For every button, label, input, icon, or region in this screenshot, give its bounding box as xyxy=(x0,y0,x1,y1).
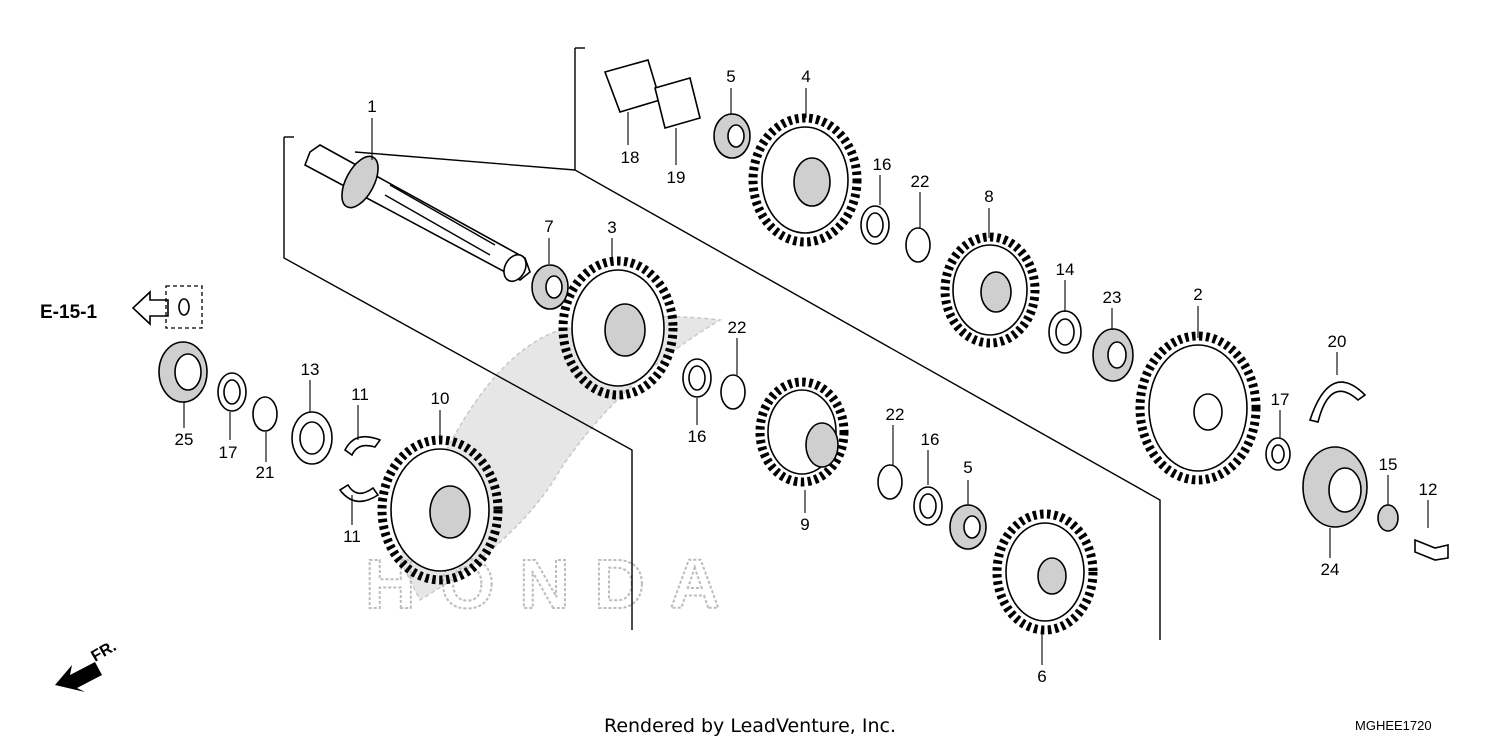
callout-22-lower: 22 xyxy=(886,405,905,424)
reference-box xyxy=(165,285,203,329)
front-direction-label: FR. xyxy=(89,638,120,666)
callout-16-upper: 16 xyxy=(873,155,892,174)
callout-5-lower: 5 xyxy=(963,458,972,477)
assembly-outlines xyxy=(283,47,1161,640)
small-parts xyxy=(158,59,1449,561)
callout-21: 21 xyxy=(256,463,275,482)
callout-17-left: 17 xyxy=(219,443,238,462)
front-arrow-icon xyxy=(55,662,102,692)
callout-11-upper: 11 xyxy=(351,385,369,404)
callout-6: 6 xyxy=(1037,667,1046,686)
callout-11-lower: 11 xyxy=(343,527,361,546)
callout-labels: 1 2 3 4 5 5 6 7 8 9 10 11 11 12 13 14 15… xyxy=(175,67,1438,686)
callout-24: 24 xyxy=(1321,560,1340,579)
callout-16-lower: 16 xyxy=(921,430,940,449)
callout-15: 15 xyxy=(1379,455,1398,474)
callout-17-right: 17 xyxy=(1271,390,1290,409)
callout-8: 8 xyxy=(984,187,993,206)
front-direction-indicator: FR. xyxy=(55,638,119,692)
callout-18: 18 xyxy=(621,148,640,167)
callout-10: 10 xyxy=(431,389,450,408)
part-9-gear xyxy=(755,377,849,487)
callout-3: 3 xyxy=(607,218,616,237)
callout-2: 2 xyxy=(1193,285,1202,304)
part-1-mainshaft xyxy=(303,144,531,283)
callout-4: 4 xyxy=(801,67,810,86)
leader-lines xyxy=(183,88,1429,665)
callout-1: 1 xyxy=(367,97,376,116)
callout-12: 12 xyxy=(1419,480,1438,499)
callout-7: 7 xyxy=(544,217,553,236)
callout-16-middle: 16 xyxy=(688,427,707,446)
part-4-gear xyxy=(748,113,862,247)
callout-22-upper: 22 xyxy=(911,172,930,191)
part-8-gear xyxy=(940,232,1040,348)
reference-label: E-15-1 xyxy=(40,302,97,323)
part-3-gear xyxy=(558,256,678,400)
part-2-gear xyxy=(1135,331,1261,485)
callout-14: 14 xyxy=(1056,260,1075,279)
callout-22-middle: 22 xyxy=(728,318,747,337)
callout-25: 25 xyxy=(175,430,194,449)
callout-9: 9 xyxy=(800,515,809,534)
diagram-code: MGHEE1720 xyxy=(1355,718,1432,733)
callout-19: 19 xyxy=(667,168,686,187)
callout-13: 13 xyxy=(301,360,320,379)
callout-23: 23 xyxy=(1103,288,1122,307)
arrow-left-icon xyxy=(131,290,169,326)
part-10-gear xyxy=(377,435,503,585)
reference-e-15-1[interactable]: E-15-1 xyxy=(40,285,203,329)
credit-text: Rendered by LeadVenture, Inc. xyxy=(604,715,896,737)
part-6-gear xyxy=(992,509,1098,635)
callout-20: 20 xyxy=(1328,332,1347,351)
callout-5-upper: 5 xyxy=(726,67,735,86)
